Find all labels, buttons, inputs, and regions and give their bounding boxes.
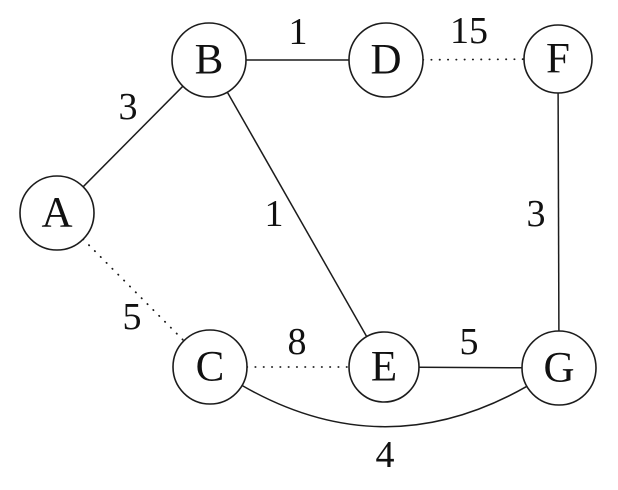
node-label-G: G [543, 345, 574, 392]
edge-D-F [422, 58, 525, 61]
edge-weight-C-E: 8 [288, 321, 307, 363]
node-label-E: E [371, 344, 397, 391]
node-circle-F [523, 24, 593, 94]
node-D: D [348, 22, 424, 98]
node-A: A [19, 175, 95, 251]
node-G: G [521, 330, 597, 406]
node-label-A: A [41, 190, 72, 237]
edge-F-G [557, 92, 560, 332]
node-circle-B [171, 22, 247, 98]
node-C: C [172, 329, 248, 405]
edge-weight-B-D: 1 [289, 11, 308, 53]
node-circle-E [348, 331, 420, 403]
edge-E-G [418, 366, 523, 369]
edge-B-E [226, 91, 368, 337]
node-B: B [171, 22, 247, 98]
edge-weight-B-E: 1 [265, 193, 284, 235]
node-circle-A [19, 175, 95, 251]
edge-weight-F-G: 3 [527, 193, 546, 235]
node-label-F: F [546, 36, 570, 83]
edge-weight-E-G: 5 [460, 321, 479, 363]
node-circle-G [521, 330, 597, 406]
edge-weight-A-C: 5 [123, 296, 142, 338]
node-circle-C [172, 329, 248, 405]
edge-weight-A-B: 3 [119, 86, 138, 128]
edge-C-G [241, 384, 528, 428]
node-F: F [523, 24, 593, 94]
node-label-D: D [370, 37, 401, 84]
node-label-C: C [196, 344, 225, 391]
node-circle-D [348, 22, 424, 98]
node-E: E [348, 331, 420, 403]
edge-A-B [82, 85, 184, 188]
node-label-B: B [195, 37, 224, 84]
edge-weight-D-F: 15 [450, 10, 488, 52]
edge-weight-C-G: 4 [376, 434, 395, 476]
